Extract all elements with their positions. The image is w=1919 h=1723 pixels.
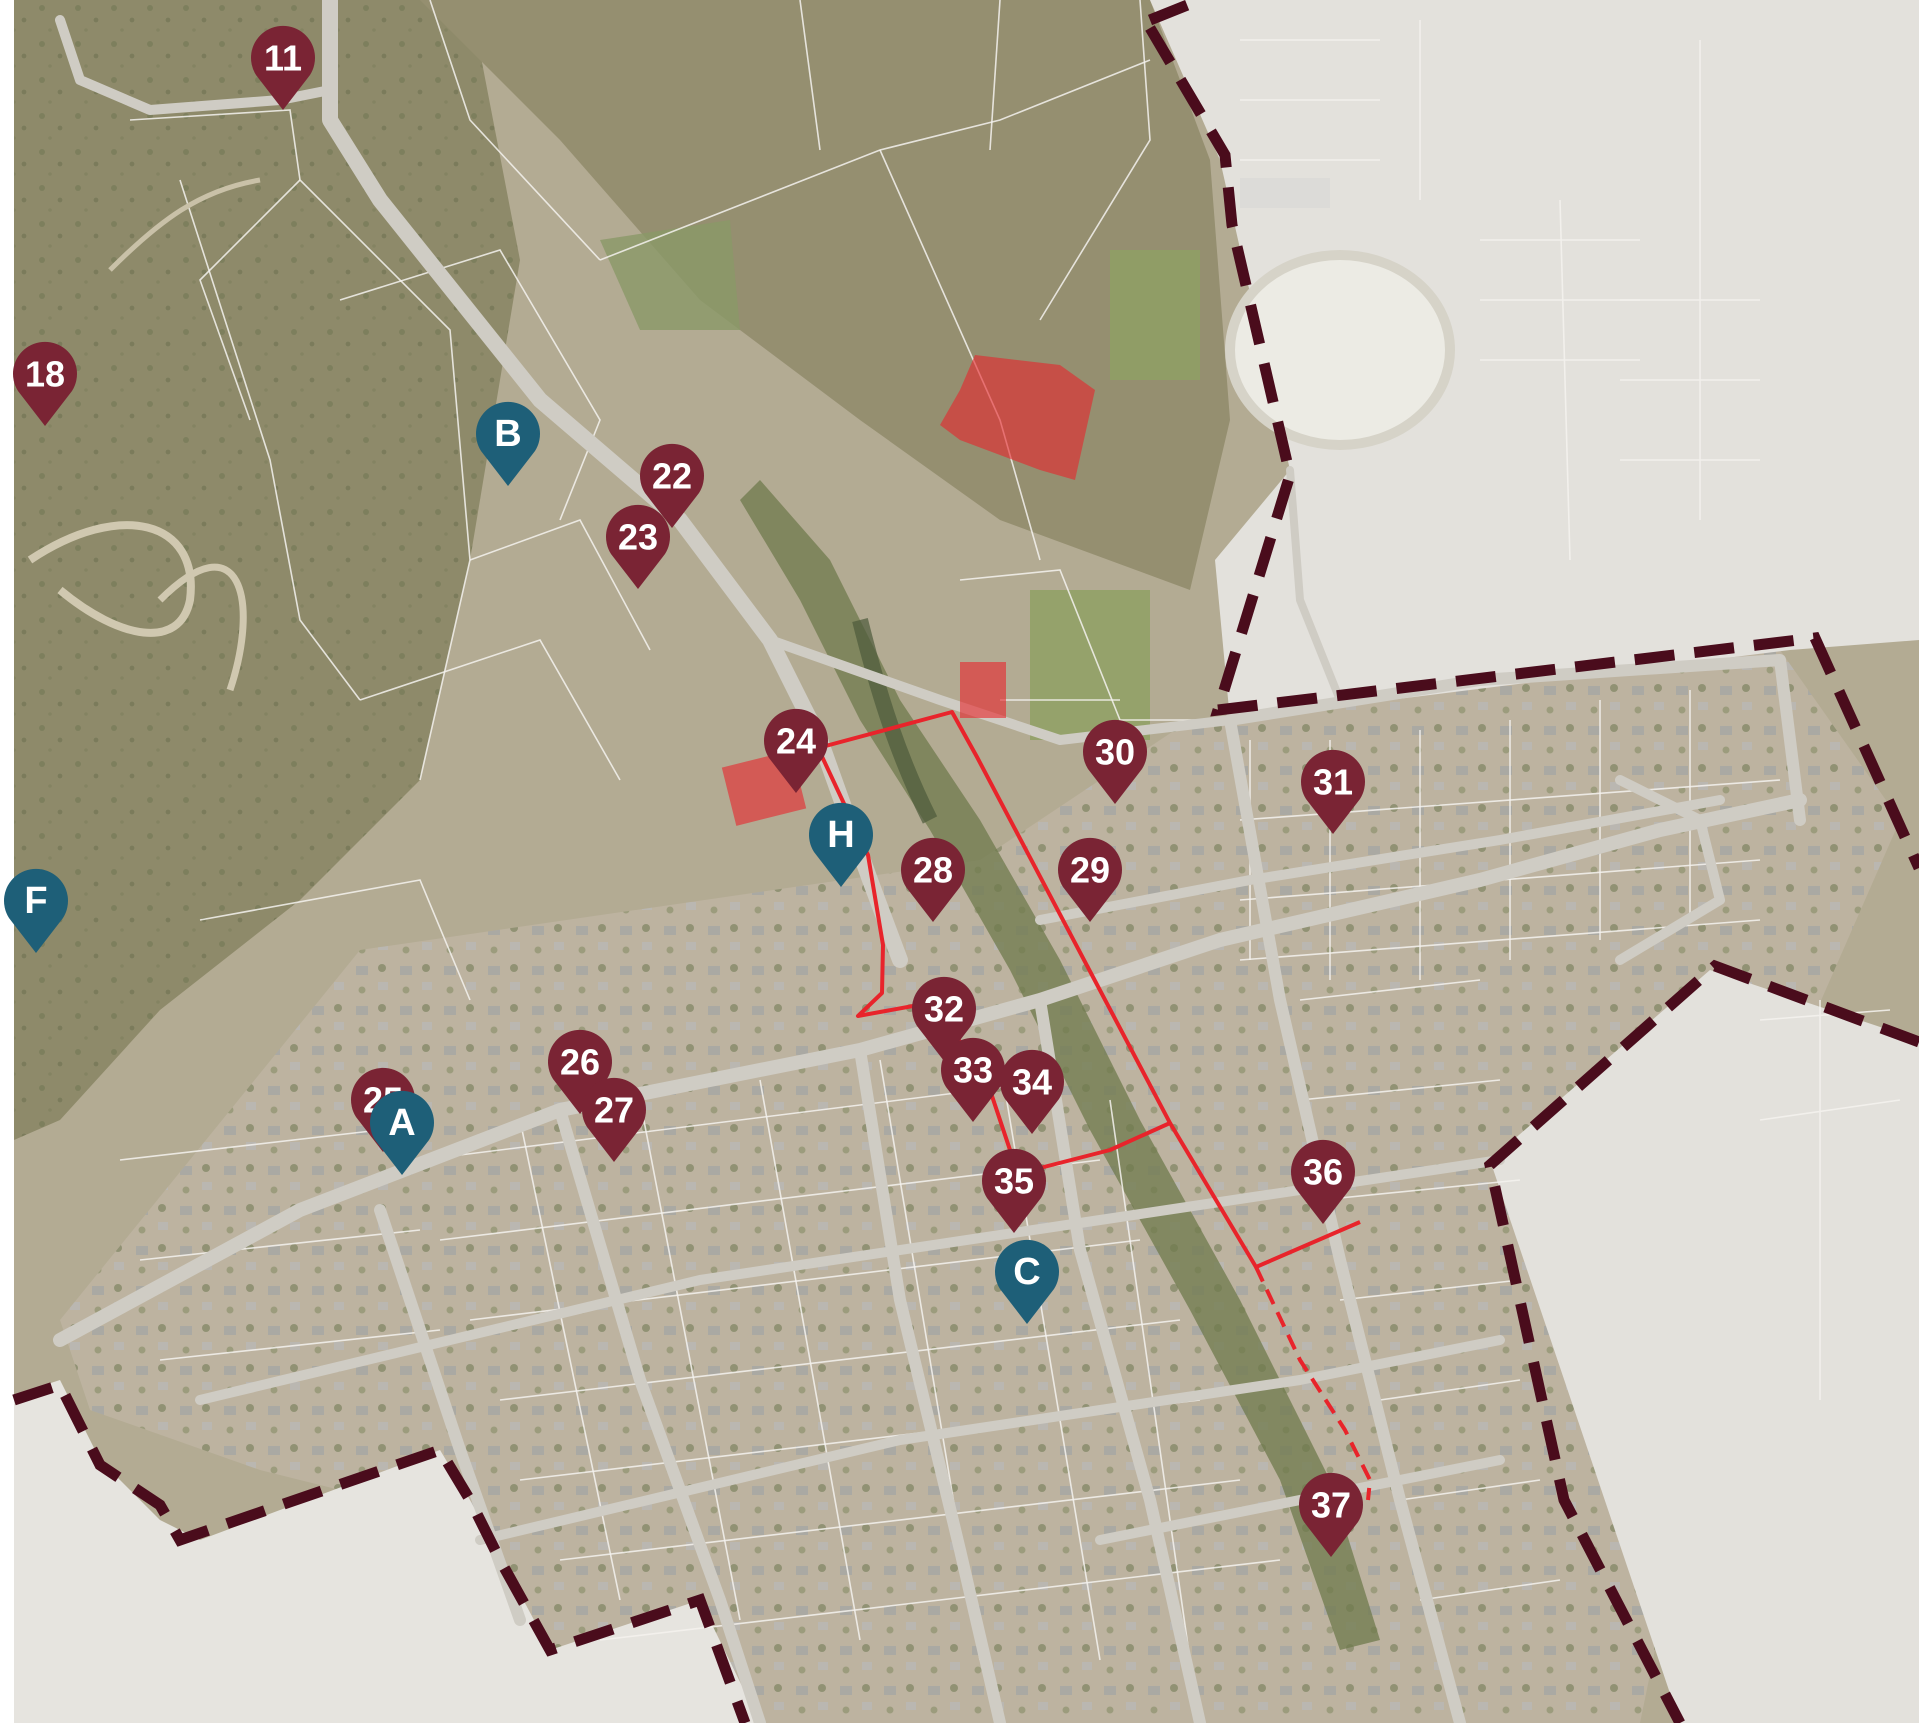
- map-pin-icon: [901, 837, 965, 922]
- map-pin-icon: [582, 1077, 646, 1162]
- map-pin-icon: [370, 1090, 434, 1175]
- map-pin-icon: [912, 976, 976, 1061]
- map-pin-icon: [640, 443, 704, 528]
- heritage-marker-30[interactable]: 30: [1083, 719, 1147, 804]
- markers[interactable]: 1118B2223243031H2829F322633342527A3635C3…: [4, 25, 1365, 1557]
- heritage-marker-27[interactable]: 27: [582, 1077, 646, 1162]
- marker-label: 30: [1095, 732, 1135, 773]
- marker-label: B: [494, 413, 521, 455]
- heritage-marker-11[interactable]: 11: [251, 25, 315, 110]
- map-pin-icon: [1291, 1139, 1355, 1224]
- map-pin-icon: [809, 802, 873, 887]
- heritage-marker-35[interactable]: 35: [982, 1148, 1046, 1233]
- marker-label: 36: [1303, 1152, 1343, 1193]
- heritage-marker-31[interactable]: 31: [1301, 749, 1365, 834]
- marker-label: 22: [652, 456, 692, 497]
- marker-label: 18: [25, 354, 65, 395]
- heritage-marker-29[interactable]: 29: [1058, 837, 1122, 922]
- heritage-marker-36[interactable]: 36: [1291, 1139, 1355, 1224]
- marker-label: 32: [924, 989, 964, 1030]
- marker-label: 27: [594, 1090, 634, 1131]
- marker-label: 28: [913, 850, 953, 891]
- heritage-marker-32[interactable]: 32: [912, 976, 976, 1061]
- marker-label: 34: [1012, 1062, 1052, 1103]
- marker-label: 35: [994, 1161, 1034, 1202]
- heritage-marker-24[interactable]: 24: [764, 708, 828, 793]
- precinct-marker-B[interactable]: B: [476, 401, 540, 486]
- precinct-marker-F[interactable]: F: [4, 868, 69, 953]
- marker-label: 37: [1311, 1485, 1351, 1526]
- map-pin-icon: [251, 25, 315, 110]
- precinct-marker-C[interactable]: C: [995, 1239, 1059, 1324]
- map-pin-icon: [1000, 1049, 1064, 1134]
- map-pin-icon: [941, 1037, 1005, 1122]
- marker-label: 23: [618, 517, 658, 558]
- marker-label: C: [1013, 1251, 1040, 1293]
- marker-label: 29: [1070, 850, 1110, 891]
- map-pin-icon: [982, 1148, 1046, 1233]
- map-pin-icon: [476, 401, 540, 486]
- planning-boundary: [12, 0, 1919, 1723]
- map-pin-icon: [1058, 837, 1122, 922]
- map-pin-icon: [606, 504, 670, 589]
- marker-label: 33: [953, 1050, 993, 1091]
- highlighted-building-north: [960, 662, 1006, 718]
- marker-label: 11: [264, 38, 302, 79]
- map-pin-icon: [764, 708, 828, 793]
- map-pin-icon: [1299, 1472, 1363, 1557]
- heritage-marker-33[interactable]: 33: [941, 1037, 1005, 1122]
- heritage-marker-22[interactable]: 22: [640, 443, 704, 528]
- heritage-marker-18[interactable]: 18: [13, 341, 78, 426]
- parcel-boundaries: [119, 0, 1901, 1661]
- marker-label: 31: [1313, 762, 1353, 803]
- highlighted-school-complex: [940, 355, 1095, 480]
- heritage-marker-34[interactable]: 34: [1000, 1049, 1064, 1134]
- marker-label: F: [24, 880, 47, 922]
- heritage-marker-37[interactable]: 37: [1299, 1472, 1363, 1557]
- marker-label: 26: [560, 1042, 600, 1083]
- map-pin-icon: [1083, 719, 1147, 804]
- precinct-marker-A[interactable]: A: [370, 1090, 434, 1175]
- marker-label: H: [827, 814, 854, 856]
- highlighted-sites: [721, 355, 1095, 826]
- marker-label: A: [388, 1102, 415, 1144]
- map-pin-icon: [995, 1239, 1059, 1324]
- map-pin-icon: [13, 341, 78, 426]
- heritage-marker-23[interactable]: 23: [606, 504, 670, 589]
- map-pin-icon: [4, 868, 69, 953]
- marker-label: 24: [776, 721, 816, 762]
- heritage-marker-28[interactable]: 28: [901, 837, 965, 922]
- precinct-marker-H[interactable]: H: [809, 802, 873, 887]
- map-pin-icon: [1301, 749, 1365, 834]
